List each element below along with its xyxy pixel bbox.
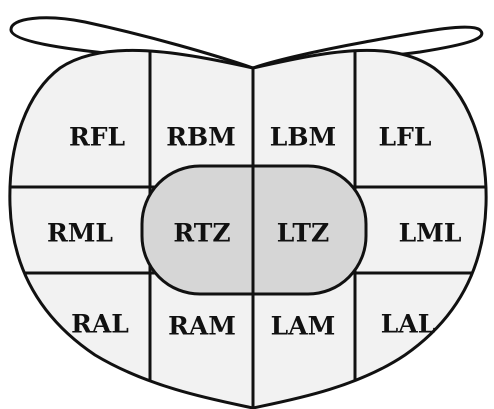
label-rbm: RBM bbox=[166, 123, 236, 152]
label-lbm: LBM bbox=[270, 123, 336, 152]
gland-outline bbox=[8, 48, 488, 409]
label-lml: LML bbox=[399, 219, 462, 248]
label-rfl: RFL bbox=[69, 123, 126, 152]
label-rml: RML bbox=[47, 219, 113, 248]
label-rtz: RTZ bbox=[173, 219, 230, 248]
label-lfl: LFL bbox=[379, 123, 432, 152]
label-ltz: LTZ bbox=[277, 219, 329, 248]
label-ram: RAM bbox=[168, 312, 236, 341]
label-ral: RAL bbox=[71, 310, 129, 339]
label-lam: LAM bbox=[271, 312, 336, 341]
label-lal: LAL bbox=[381, 310, 436, 339]
